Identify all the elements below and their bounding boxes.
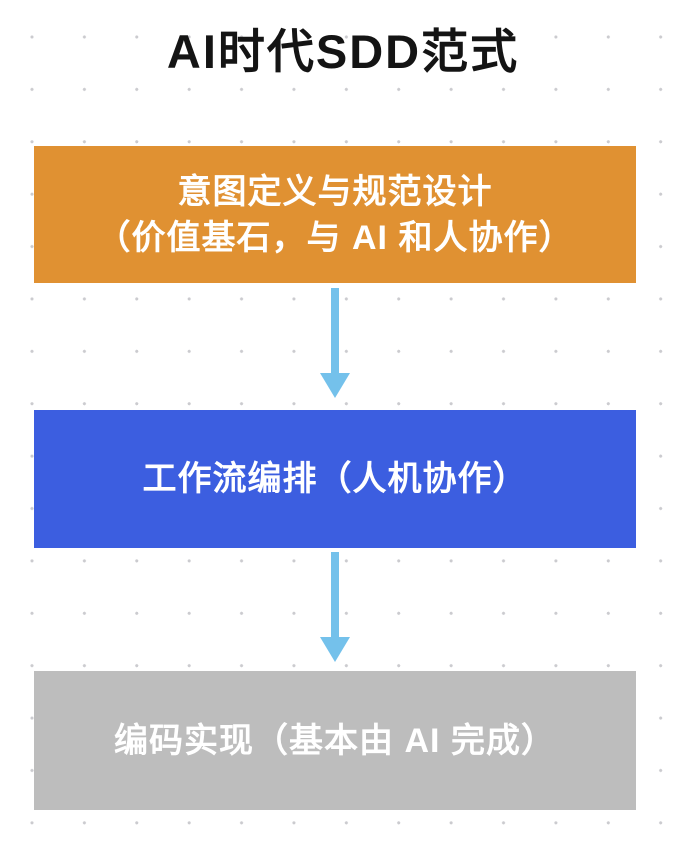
flow-step-intent-design: 意图定义与规范设计 （价值基石，与 AI 和人协作）	[34, 146, 636, 283]
flow-step-workflow-orchestration: 工作流编排（人机协作）	[34, 410, 636, 548]
flow-step-coding-label: 编码实现（基本由 AI 完成）	[114, 721, 556, 760]
down-arrow-icon	[320, 552, 350, 662]
diagram-title: AI时代SDD范式	[166, 25, 520, 78]
down-arrow-icon	[320, 288, 350, 398]
flow-step-intent-label-line2: （价值基石，与 AI 和人协作）	[96, 218, 574, 257]
flow-step-coding-implementation: 编码实现（基本由 AI 完成）	[34, 671, 636, 810]
flow-step-intent-label-line1: 意图定义与规范设计	[177, 172, 493, 211]
flow-step-workflow-label: 工作流编排（人机协作）	[142, 460, 528, 498]
